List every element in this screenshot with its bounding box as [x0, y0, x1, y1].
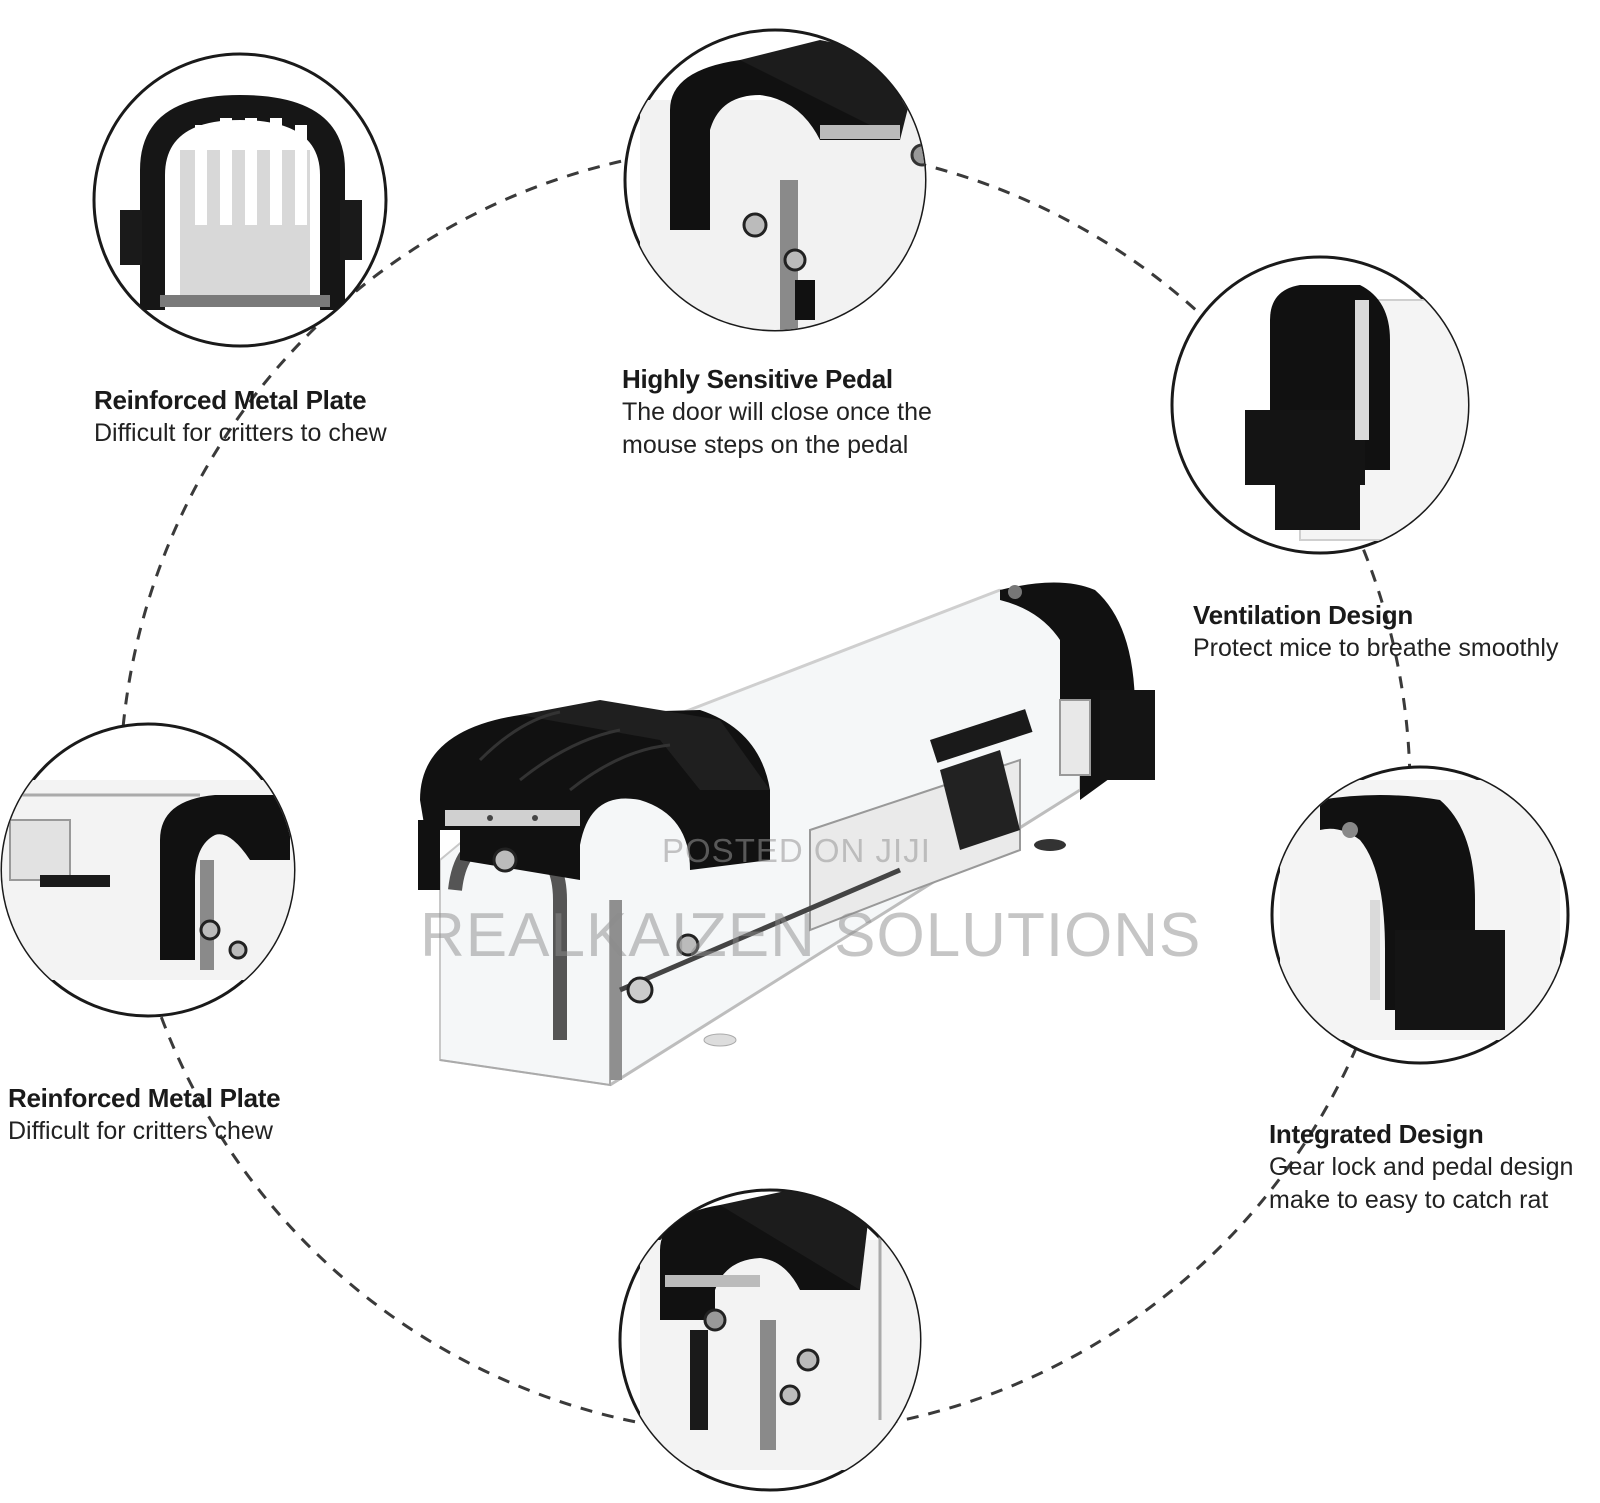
- feature-desc: make to easy to catch rat: [1269, 1186, 1549, 1214]
- watermark-small: POSTED ON JIJI: [662, 832, 931, 869]
- feature-title: Ventilation Design: [1193, 600, 1413, 630]
- feature-label-metal-plate-top: Reinforced Metal Plate Difficult for cri…: [94, 383, 387, 450]
- pedal-closeup-icon: [640, 40, 925, 330]
- trap-side-closeup-icon: [2, 780, 294, 980]
- feature-label-integrated: Integrated Design Gear lock and pedal de…: [1269, 1117, 1573, 1217]
- mouse-trap-product-icon: [418, 582, 1155, 1087]
- metal-plate-closeup-icon: [120, 95, 362, 310]
- feature-desc: The door will close once the: [622, 398, 932, 426]
- watermark-large: REALKAIZEN SOLUTIONS: [420, 901, 1202, 970]
- feature-title: Reinforced Metal Plate: [94, 385, 367, 415]
- feature-desc: Difficult for critters to chew: [94, 419, 387, 447]
- feature-desc: Difficult for critters chew: [8, 1117, 273, 1145]
- feature-desc: mouse steps on the pedal: [622, 431, 909, 459]
- feature-label-ventilation: Ventilation Design Protect mice to breat…: [1193, 598, 1558, 665]
- feature-desc: Protect mice to breathe smoothly: [1193, 634, 1559, 662]
- feature-label-metal-plate-left: Reinforced Metal Plate Difficult for cri…: [8, 1081, 281, 1148]
- feature-title: Reinforced Metal Plate: [8, 1083, 281, 1113]
- feature-title: Highly Sensitive Pedal: [622, 364, 893, 394]
- end-cap-closeup-icon: [1280, 780, 1560, 1040]
- door-front-closeup-icon: [640, 1190, 920, 1470]
- feature-desc: Gear lock and pedal design: [1269, 1153, 1574, 1181]
- feature-title: Integrated Design: [1269, 1119, 1484, 1149]
- feature-label-pedal: Highly Sensitive Pedal The door will clo…: [622, 362, 932, 462]
